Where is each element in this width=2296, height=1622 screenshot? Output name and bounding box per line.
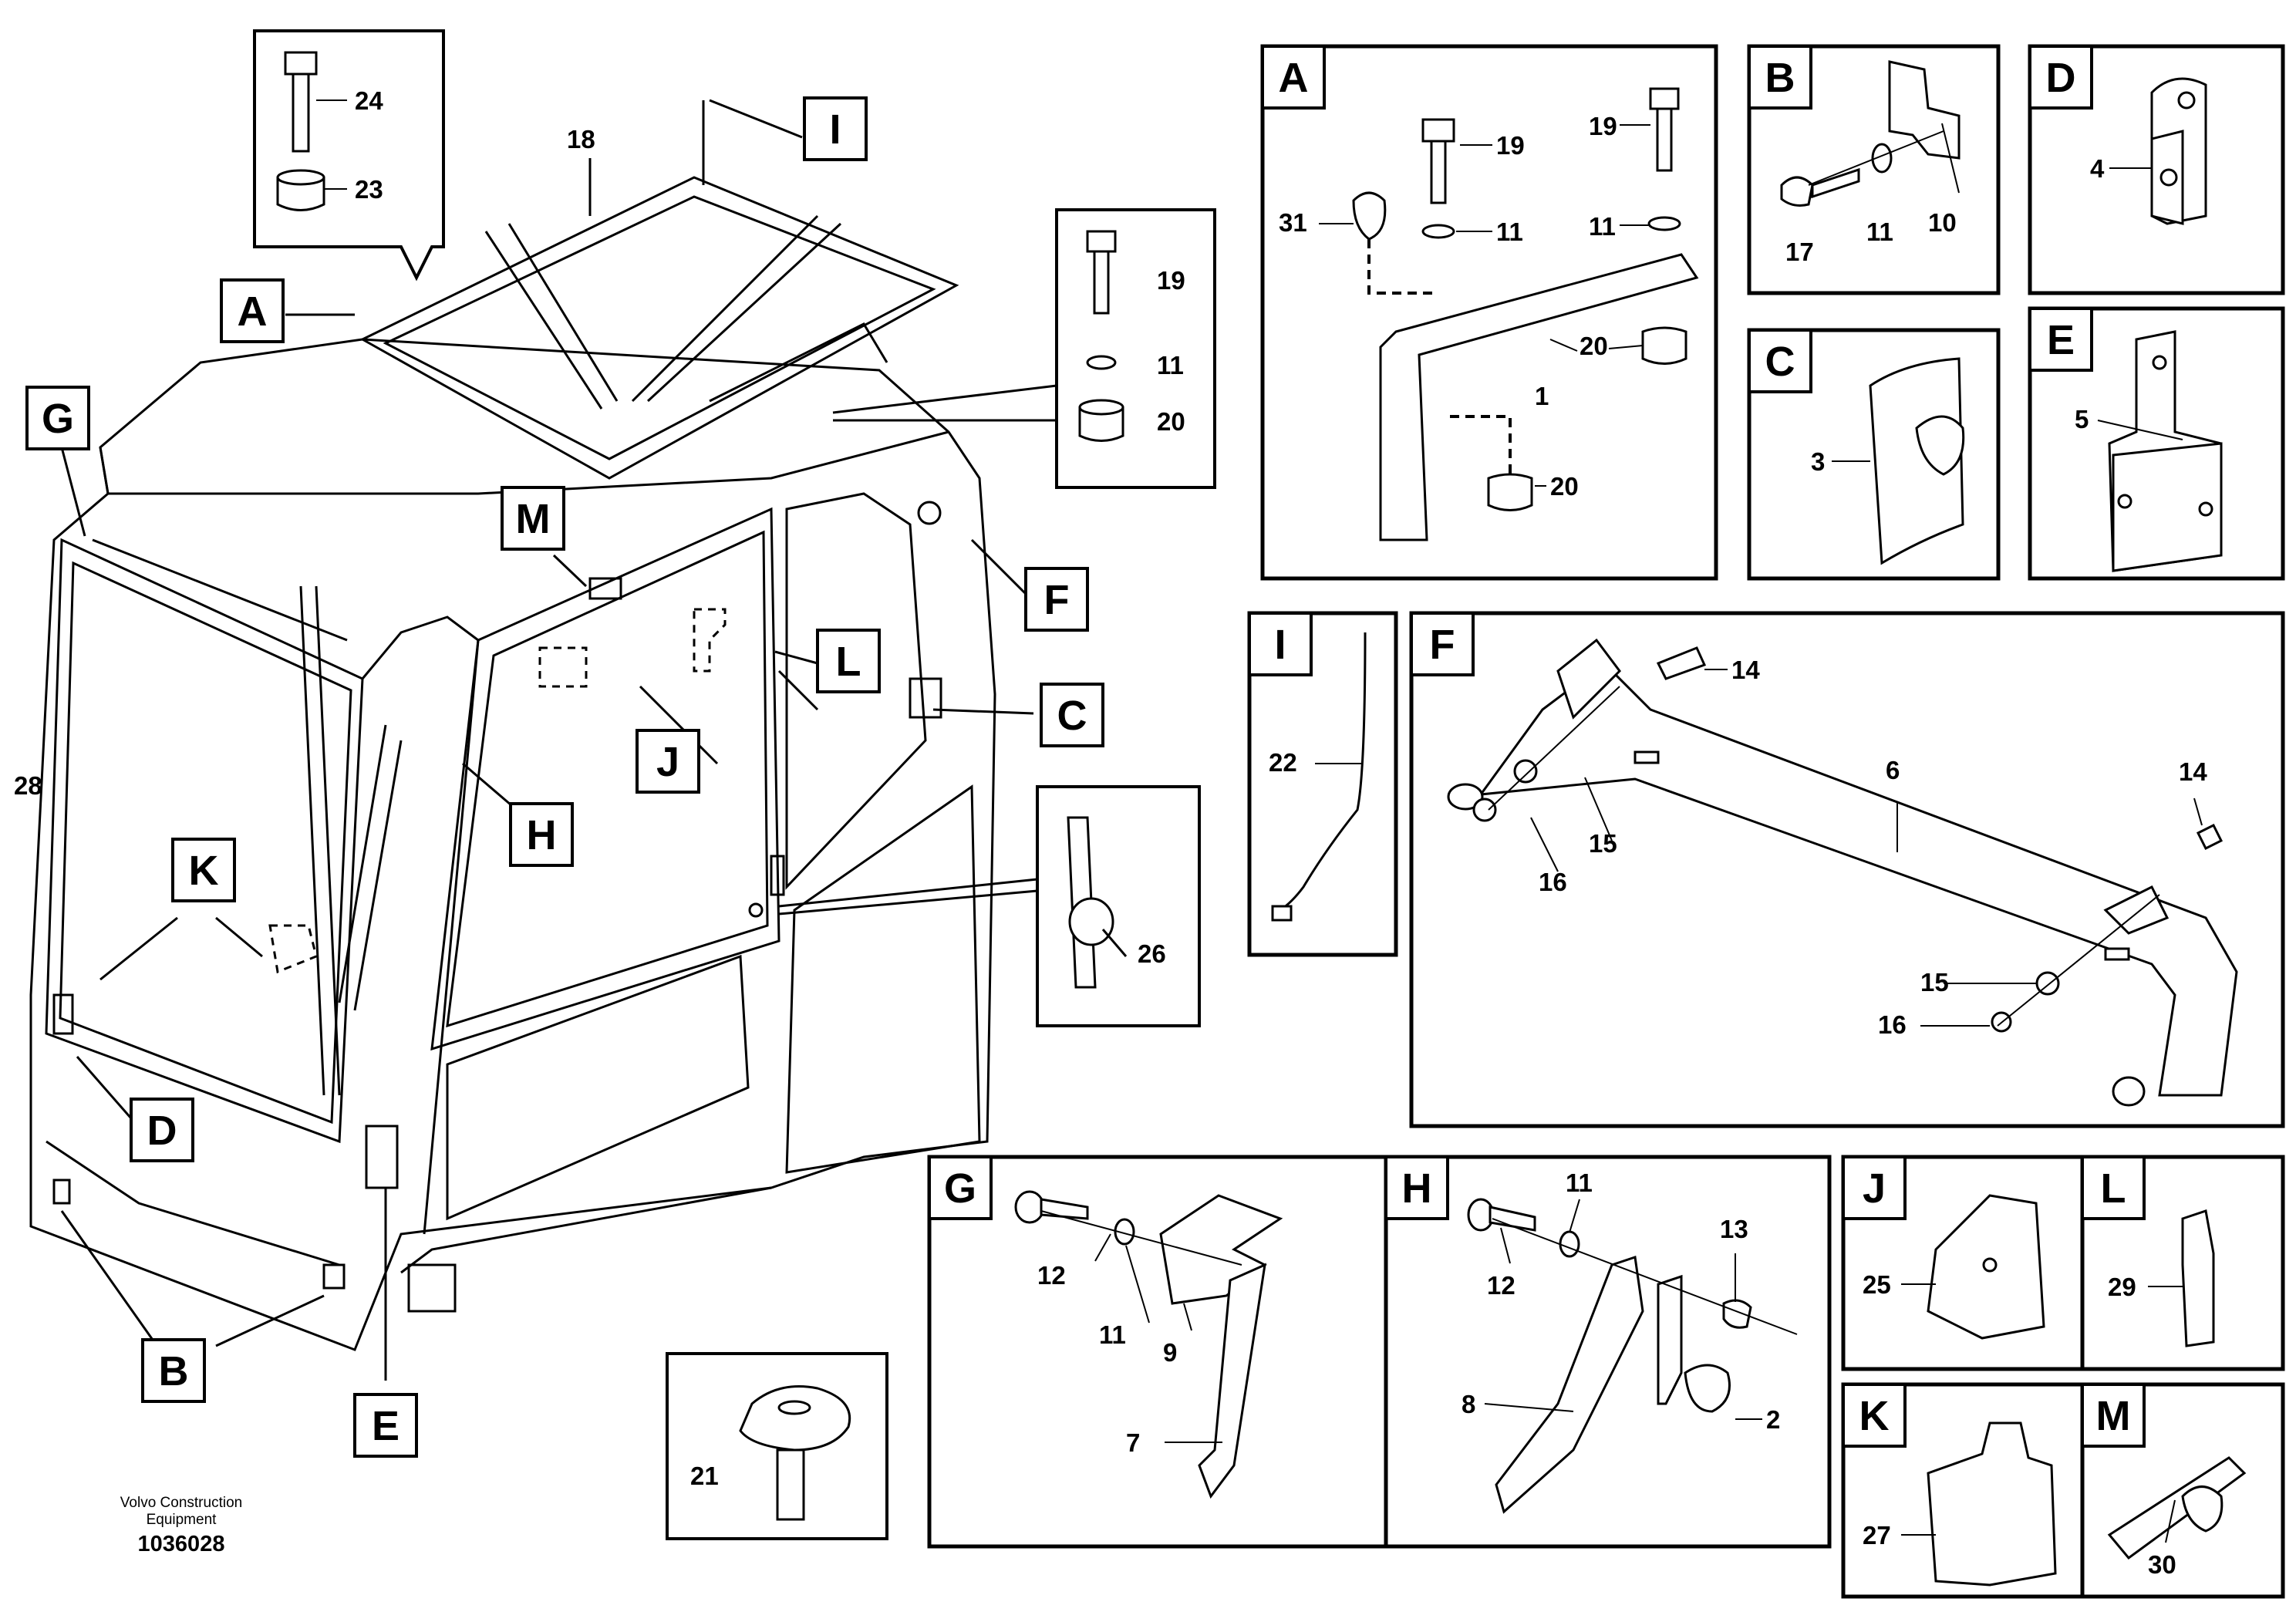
J-part-25: 25 bbox=[1863, 1270, 1891, 1299]
F-part-6: 6 bbox=[1886, 756, 1900, 784]
A-part-20a: 20 bbox=[1580, 332, 1608, 360]
knob-part-21: 21 bbox=[690, 1462, 719, 1490]
cab-drawing bbox=[29, 176, 996, 1351]
kit-part-11: 11 bbox=[1157, 351, 1184, 379]
detail-C bbox=[1747, 328, 2001, 581]
E-part-5: 5 bbox=[2075, 405, 2089, 433]
detail-G bbox=[927, 1155, 1410, 1549]
H-part-11: 11 bbox=[1566, 1168, 1593, 1197]
detail-label-E: E bbox=[2047, 317, 2075, 363]
inset-knob bbox=[666, 1352, 888, 1540]
callout-J: J bbox=[656, 739, 679, 785]
callout-M: M bbox=[516, 496, 551, 542]
I-part-22: 22 bbox=[1269, 748, 1297, 777]
callout-I: I bbox=[829, 106, 841, 153]
footer: Volvo Construction Equipment 1036028 bbox=[73, 1495, 289, 1557]
detail-title-boxes bbox=[928, 45, 2146, 1448]
detail-label-M: M bbox=[2096, 1393, 2131, 1439]
callout-H: H bbox=[527, 812, 557, 858]
callout-B: B bbox=[159, 1348, 189, 1394]
callout-C: C bbox=[1057, 693, 1087, 739]
H-part-8: 8 bbox=[1462, 1390, 1475, 1418]
detail-E bbox=[2028, 306, 2285, 581]
B-part-11: 11 bbox=[1866, 218, 1893, 246]
callout-boxes bbox=[25, 96, 1104, 1458]
detail-L bbox=[2080, 1155, 2285, 1371]
F-part-16a: 16 bbox=[1539, 868, 1567, 896]
part-23: 23 bbox=[355, 175, 383, 204]
A-part-20b: 20 bbox=[1550, 472, 1579, 501]
F-part-14b: 14 bbox=[2179, 757, 2207, 786]
detail-label-H: H bbox=[1402, 1165, 1432, 1212]
B-part-17: 17 bbox=[1785, 238, 1814, 266]
F-part-16b: 16 bbox=[1878, 1010, 1907, 1039]
A-part-11b: 11 bbox=[1589, 212, 1616, 241]
detail-label-L: L bbox=[2101, 1165, 2126, 1212]
part-18: 18 bbox=[567, 125, 595, 153]
M-part-30: 30 bbox=[2148, 1550, 2176, 1579]
A-part-31: 31 bbox=[1279, 208, 1307, 237]
inset-bolt-damper bbox=[253, 29, 445, 282]
callout-F: F bbox=[1044, 577, 1070, 623]
callout-E: E bbox=[372, 1403, 400, 1449]
detail-D bbox=[2028, 44, 2285, 295]
callout-K: K bbox=[189, 848, 219, 894]
G-part-12: 12 bbox=[1037, 1261, 1066, 1290]
detail-label-D: D bbox=[2046, 55, 2076, 101]
G-part-11: 11 bbox=[1099, 1320, 1126, 1349]
manufacturer-line-2: Equipment bbox=[146, 1512, 217, 1528]
D-part-4: 4 bbox=[2090, 154, 2105, 183]
C-part-3: 3 bbox=[1811, 447, 1825, 476]
detail-label-J: J bbox=[1863, 1165, 1886, 1212]
dashed-decals bbox=[268, 608, 727, 974]
detail-H bbox=[1384, 1155, 1832, 1549]
kit-part-20: 20 bbox=[1157, 407, 1185, 436]
A-part-1: 1 bbox=[1535, 382, 1549, 410]
callout-G: G bbox=[42, 396, 74, 442]
handle-part-26: 26 bbox=[1138, 939, 1166, 968]
K-part-27: 27 bbox=[1863, 1521, 1891, 1549]
detail-label-I: I bbox=[1274, 622, 1286, 668]
H-part-2: 2 bbox=[1766, 1405, 1780, 1434]
F-part-14a: 14 bbox=[1731, 656, 1760, 684]
G-part-7: 7 bbox=[1126, 1428, 1140, 1457]
detail-label-B: B bbox=[1765, 55, 1795, 101]
part-28: 28 bbox=[14, 771, 42, 800]
detail-A bbox=[1260, 44, 1718, 581]
H-part-13: 13 bbox=[1720, 1215, 1748, 1243]
G-part-9: 9 bbox=[1163, 1338, 1177, 1367]
detail-F bbox=[1409, 611, 2285, 1128]
H-part-12: 12 bbox=[1487, 1271, 1515, 1300]
manufacturer-line-1: Volvo Construction bbox=[120, 1495, 243, 1511]
L-part-29: 29 bbox=[2108, 1273, 2136, 1301]
callout-letters: A I G F M L C J H K D B E A B D C E I F … bbox=[42, 55, 2131, 1449]
A-part-19a: 19 bbox=[1496, 131, 1525, 160]
leaders-main bbox=[60, 99, 1128, 1381]
detail-label-C: C bbox=[1765, 339, 1795, 385]
document-number: 1036028 bbox=[137, 1532, 225, 1556]
B-part-10: 10 bbox=[1928, 208, 1957, 237]
detail-label-F: F bbox=[1430, 622, 1455, 668]
part-numbers: 18 24 23 28 19 11 20 26 21 19 19 31 11 1… bbox=[14, 86, 2207, 1579]
A-part-11a: 11 bbox=[1496, 218, 1523, 246]
F-part-15a: 15 bbox=[1589, 829, 1617, 858]
inset-handle bbox=[1036, 785, 1201, 1027]
inset-kit-top bbox=[1055, 208, 1216, 489]
kit-part-19: 19 bbox=[1157, 266, 1185, 295]
F-part-15b: 15 bbox=[1920, 968, 1949, 996]
part-24: 24 bbox=[355, 86, 383, 115]
detail-label-K: K bbox=[1859, 1393, 1890, 1439]
callout-A: A bbox=[238, 288, 268, 335]
detail-label-G: G bbox=[944, 1165, 976, 1212]
callout-D: D bbox=[147, 1108, 177, 1154]
detail-label-A: A bbox=[1279, 55, 1309, 101]
callout-L: L bbox=[836, 639, 861, 685]
A-part-19b: 19 bbox=[1589, 112, 1617, 140]
